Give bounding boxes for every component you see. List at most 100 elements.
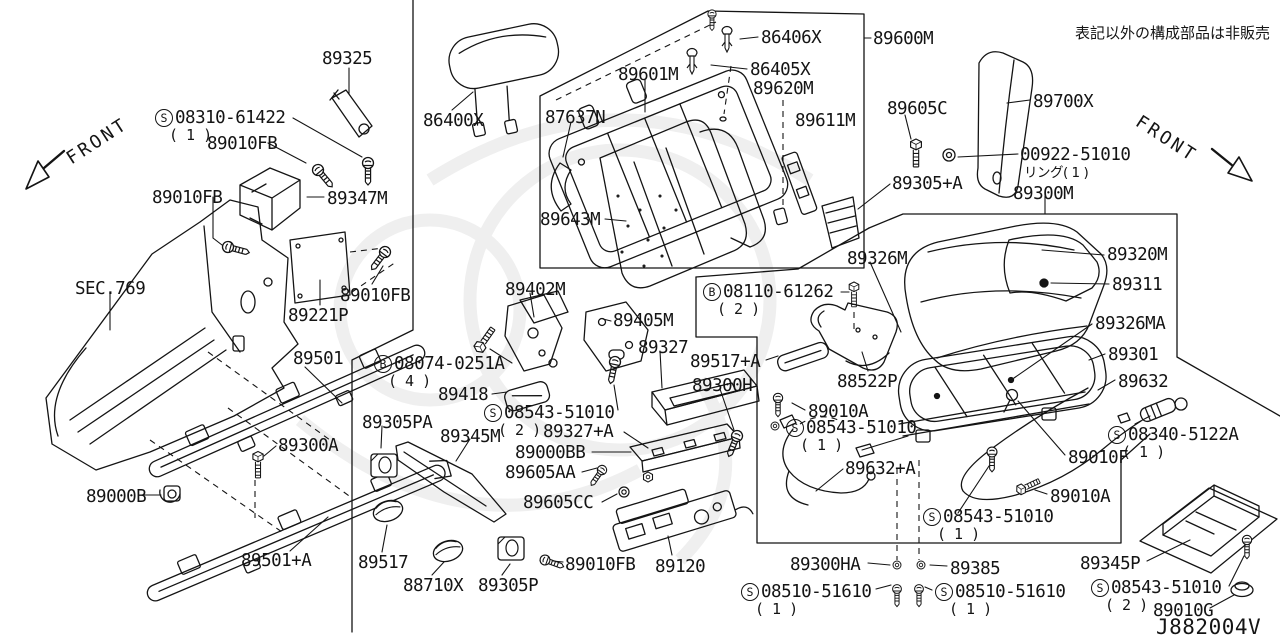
part-number-text: 89605CC [523, 493, 594, 513]
circle-s-prefix-icon: S [1108, 426, 1126, 445]
part-number-text: 89300HA [790, 555, 861, 575]
part-number-text: 89402M [505, 280, 566, 300]
part-number-text: 08110-61262 [723, 282, 834, 302]
label-89601m: 89601M [618, 65, 679, 85]
part-number-text: 89632 [1118, 372, 1169, 392]
part-number-text: 89700X [1033, 92, 1094, 112]
part-number-text: 89010FB [207, 134, 278, 154]
circle-s-prefix-icon: S [484, 404, 502, 423]
circle-s-prefix-icon: S [741, 583, 759, 602]
part-number-text: 89347M [327, 189, 388, 209]
part-number-text: 89010FB [152, 188, 223, 208]
part-number-text: 88710X [403, 576, 464, 596]
part-number-text: 89010A [808, 402, 869, 422]
part-number-text: 89611M [795, 111, 856, 131]
part-number-text: FRONT [62, 113, 133, 169]
part-number-text: 89010F [1068, 448, 1129, 468]
part-number-text: 89326M [847, 249, 908, 269]
quantity-text: ( 1 ) [800, 436, 843, 455]
part-number-text: 89325 [322, 49, 373, 69]
part-number-text: 08543-51010 [504, 403, 615, 423]
part-number-text: 86406X [761, 28, 822, 48]
circle-s-prefix-icon: S [1091, 579, 1109, 598]
part-number-text: 89010G [1153, 601, 1214, 621]
part-number-text: 89501 [293, 349, 344, 369]
part-number-text: 89320M [1107, 245, 1168, 265]
label-89300m: 89300M [1013, 185, 1074, 204]
label-89501-plus-a: 89501+A [241, 551, 312, 571]
part-number-text: 89010FB [340, 286, 411, 306]
label-89301: 89301 [1108, 345, 1159, 365]
front-label-right: FRONT [1132, 111, 1201, 166]
label-87637n: 87637N [545, 109, 606, 128]
part-number-text: 08074-0251A [394, 354, 505, 374]
section-boundaries [351, 0, 1280, 633]
part-number-text: 89300A [278, 436, 339, 456]
label-89000bb: 89000BB [515, 443, 586, 463]
part-number-text: 08543-51010 [1111, 578, 1222, 598]
part-number-text: 89517 [358, 553, 409, 573]
label-89517: 89517 [358, 553, 409, 573]
quantity-text: ( 1 ) [169, 126, 212, 145]
label-89517-plus-a: 89517+A [690, 352, 761, 372]
part-number-text: 89305PA [362, 413, 433, 433]
label-89632-plus-a: 89632+A [845, 460, 916, 479]
label-89120: 89120 [655, 558, 706, 577]
label-89010fb-c: 89010FB [340, 286, 411, 306]
part-number-text: 89517+A [690, 352, 761, 372]
part-number-text: 89601M [618, 65, 679, 85]
part-number-text: J882004V [1156, 615, 1262, 639]
part-number-text: 89605C [887, 99, 948, 119]
part-number-text: 08340-5122A [1128, 425, 1239, 445]
part-number-text: 89301 [1108, 345, 1159, 365]
part-number-text: 89501+A [241, 551, 312, 571]
label-89311: 89311 [1112, 276, 1163, 295]
label-89327: 89327 [638, 339, 689, 358]
label-89010f: 89010F [1068, 448, 1129, 468]
label-89010a-a: 89010A [808, 402, 869, 422]
part-number-text: 89327+A [543, 422, 614, 442]
label-86405x: 86405X [750, 61, 811, 80]
label-89010g: 89010G [1153, 601, 1214, 621]
part-number-text: 89221P [288, 306, 349, 326]
part-number-text: 89300H [692, 376, 753, 396]
leader-lines [109, 36, 1245, 609]
label-86400x: 86400X [423, 112, 484, 131]
label-89000b: 89000B [86, 488, 147, 507]
label-89010fb-a: 89010FB [207, 134, 278, 154]
part-number-text: 表記以外の構成部品は非販売 [1075, 24, 1271, 42]
label-89221p: 89221P [288, 306, 349, 326]
part-number-text: 08310-61422 [175, 108, 286, 128]
quantity-text: ( 4 ) [388, 372, 431, 391]
label-89345p: 89345P [1080, 554, 1141, 574]
label-89501: 89501 [293, 349, 344, 369]
label-88710x: 88710X [403, 576, 464, 596]
quantity-text: ( 2 ) [717, 300, 760, 319]
drawing-code: J882004V [1156, 616, 1261, 638]
label-89305p: 89305P [478, 577, 539, 596]
part-number-text: 89000BB [515, 443, 586, 463]
label-89010fb-b: 89010FB [152, 188, 223, 208]
label-89605cc: 89605CC [523, 493, 594, 513]
part-number-text: 08510-51610 [761, 582, 872, 602]
quantity-text: ( 1 ) [1122, 443, 1165, 462]
circle-s-prefix-icon: S [155, 109, 173, 128]
label-89305pa: 89305PA [362, 413, 433, 433]
label-89305-plus-a: 89305+A [892, 175, 963, 194]
circle-b-prefix-icon: B [374, 355, 392, 374]
label-89300ha: 89300HA [790, 555, 861, 575]
part-number-text: 88522P [837, 372, 898, 392]
part-number-text: 89010A [1050, 487, 1111, 507]
label-89605c: 89605C [887, 99, 948, 119]
label-89347m: 89347M [327, 189, 388, 209]
dashed-lines [149, 21, 920, 560]
part-number-text: 89345P [1080, 554, 1141, 574]
part-number-text: 89605AA [505, 463, 576, 483]
